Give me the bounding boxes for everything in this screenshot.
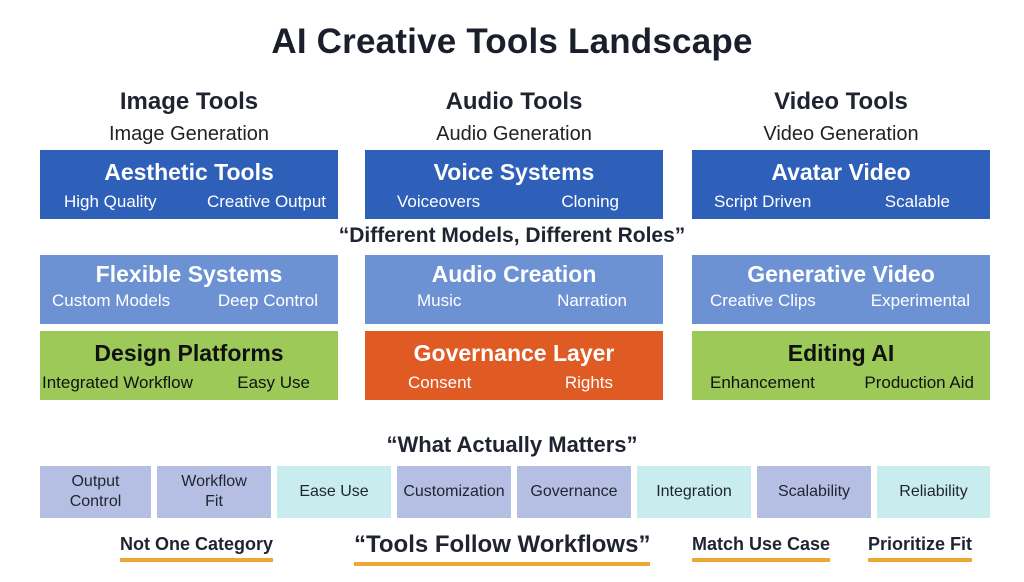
- box-right-label: Experimental: [870, 291, 970, 310]
- box-title: Flexible Systems: [95, 261, 283, 287]
- underline-accent: [354, 562, 651, 566]
- diagram-title: AI Creative Tools Landscape: [271, 22, 753, 61]
- box-editing-ai: Editing AI Enhancement Production Aid: [692, 331, 990, 400]
- bottom-not-one-category: Not One Category: [120, 534, 274, 562]
- factor-label-line2: Control: [69, 493, 122, 510]
- quote-what-matters: “What Actually Matters”: [386, 432, 638, 457]
- underline-accent: [692, 558, 831, 562]
- box-right-label: Cloning: [561, 192, 619, 211]
- box-title: Aesthetic Tools: [104, 159, 274, 185]
- box-right-label: Deep Control: [217, 291, 318, 310]
- box-title: Design Platforms: [94, 340, 284, 366]
- column-subtitle: Video Generation: [763, 123, 919, 145]
- factor-label-line1: Workflow: [181, 473, 247, 490]
- factor-label: Scalability: [777, 483, 851, 500]
- box-right-label: Production Aid: [864, 373, 974, 392]
- bottom-match-use-case: Match Use Case: [692, 534, 831, 562]
- box-left-label: Voiceovers: [397, 192, 481, 211]
- box-left-label: Creative Clips: [710, 291, 816, 310]
- box-left-label: Custom Models: [52, 291, 171, 310]
- factor-ease-use: Ease Use: [277, 466, 391, 518]
- box-right-label: Rights: [564, 373, 613, 392]
- box-aesthetic-tools: Aesthetic Tools High Quality Creative Ou…: [40, 150, 338, 219]
- factor-label: Customization: [403, 483, 505, 500]
- factor-label-line1: Output: [71, 473, 120, 490]
- box-left-label: High Quality: [64, 192, 157, 211]
- underline-accent: [868, 558, 973, 562]
- factor-label: Ease Use: [299, 483, 369, 500]
- box-title: Voice Systems: [433, 159, 595, 185]
- column-title: Video Tools: [774, 88, 908, 115]
- factor-label: Governance: [530, 483, 618, 500]
- box-title: Generative Video: [747, 261, 935, 287]
- bottom-tools-follow-workflows: “Tools Follow Workflows”: [354, 531, 651, 566]
- box-title: Editing AI: [787, 340, 895, 366]
- quote-different-roles: “Different Models, Different Roles”: [338, 224, 686, 247]
- column-heading-image: Image Tools Image Generation: [40, 88, 338, 148]
- box-voice-systems: Voice Systems Voiceovers Cloning: [365, 150, 663, 219]
- factor-customization: Customization: [397, 466, 511, 518]
- column-subtitle: Image Generation: [108, 123, 270, 145]
- factor-reliability: Reliability: [877, 466, 990, 518]
- factor-scalability: Scalability: [757, 466, 871, 518]
- box-avatar-video: Avatar Video Script Driven Scalable: [692, 150, 990, 219]
- box-title: Avatar Video: [771, 159, 911, 185]
- column-title: Image Tools: [119, 88, 259, 115]
- bottom-prioritize-fit: Prioritize Fit: [868, 534, 973, 562]
- box-design-platforms: Design Platforms Integrated Workflow Eas…: [40, 331, 338, 400]
- bottom-label: Prioritize Fit: [868, 534, 973, 554]
- bottom-label: “Tools Follow Workflows”: [354, 531, 651, 558]
- factor-label: Reliability: [899, 483, 968, 500]
- box-left-label: Consent: [408, 373, 472, 392]
- bottom-label: Not One Category: [120, 534, 274, 554]
- box-audio-creation: Audio Creation Music Narration: [365, 255, 663, 324]
- box-left-label: Enhancement: [710, 373, 815, 392]
- bottom-label: Match Use Case: [692, 534, 831, 554]
- factor-integration: Integration: [637, 466, 751, 518]
- factor-label: Integration: [656, 483, 732, 500]
- box-right-label: Narration: [557, 291, 627, 310]
- box-left-label: Music: [417, 291, 462, 310]
- column-title: Audio Tools: [445, 88, 583, 115]
- box-title: Audio Creation: [431, 261, 597, 287]
- box-generative-video: Generative Video Creative Clips Experime…: [692, 255, 990, 324]
- factor-label-line2: Fit: [205, 493, 223, 510]
- box-flexible-systems: Flexible Systems Custom Models Deep Cont…: [40, 255, 338, 324]
- box-right-label: Easy Use: [237, 373, 310, 392]
- column-subtitle: Audio Generation: [436, 123, 592, 145]
- box-governance-layer: Governance Layer Consent Rights: [365, 331, 663, 400]
- box-left-label: Integrated Workflow: [42, 373, 193, 392]
- factor-governance: Governance: [517, 466, 631, 518]
- box-right-label: Scalable: [884, 192, 950, 211]
- box-right-label: Creative Output: [206, 192, 326, 211]
- column-heading-audio: Audio Tools Audio Generation: [365, 88, 663, 148]
- box-title: Governance Layer: [413, 340, 615, 366]
- box-left-label: Script Driven: [714, 192, 812, 211]
- underline-accent: [120, 558, 274, 562]
- column-heading-video: Video Tools Video Generation: [692, 88, 990, 148]
